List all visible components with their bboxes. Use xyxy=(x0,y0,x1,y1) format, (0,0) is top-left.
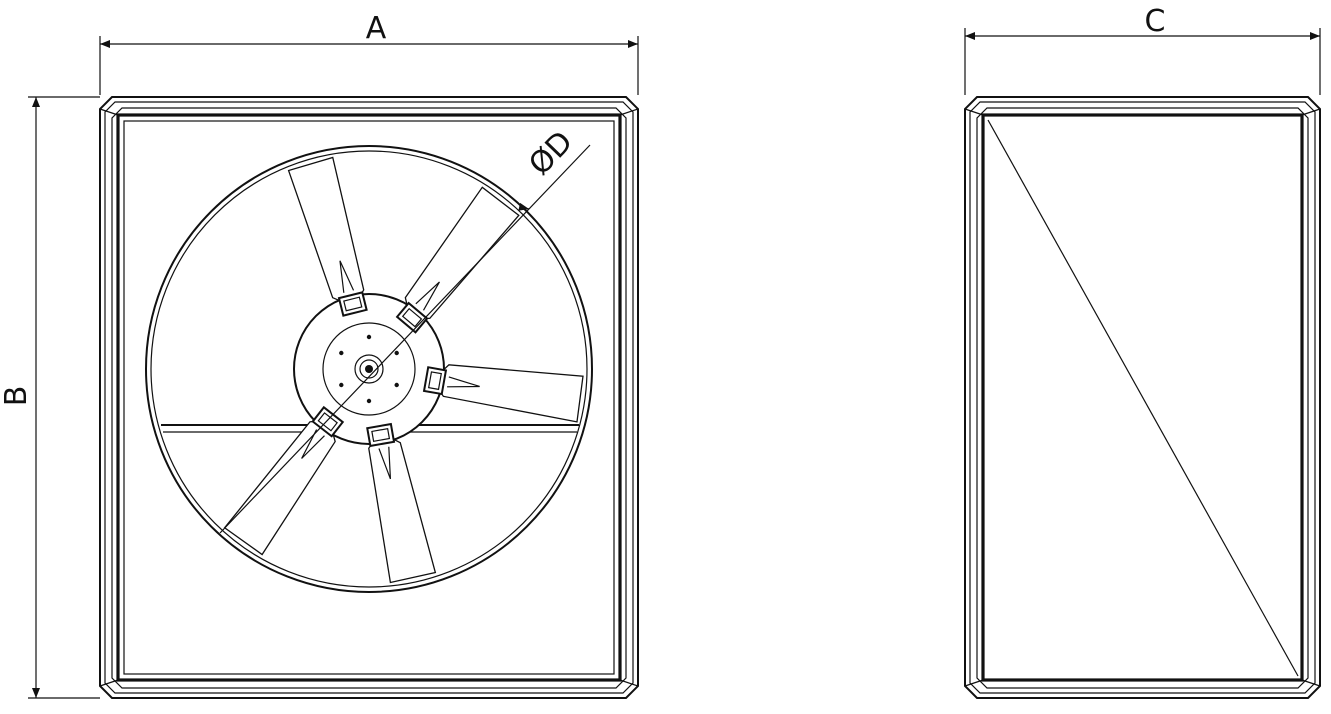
dimension-d-label: ØD xyxy=(522,124,580,182)
dimension-c: C xyxy=(964,4,1321,95)
hub-bolt xyxy=(339,350,344,356)
front-view: A B xyxy=(0,11,639,699)
blade-clamp xyxy=(422,366,448,396)
dimension-b-label: B xyxy=(0,386,34,407)
dimension-b: B xyxy=(0,96,100,699)
blade-clamp xyxy=(337,291,368,317)
dimension-c-label: C xyxy=(1145,4,1166,39)
fan-blade xyxy=(404,186,520,320)
fan-blade xyxy=(368,437,437,584)
side-view: C xyxy=(964,4,1321,699)
hub-bolt xyxy=(394,382,399,388)
front-housing-frame xyxy=(99,96,639,699)
hub-bolt xyxy=(366,334,372,340)
fan-blade xyxy=(223,420,336,556)
blade-clamp xyxy=(366,422,396,448)
dimension-a: A xyxy=(99,11,639,95)
fan-hub xyxy=(293,291,448,448)
hub-bolt xyxy=(366,398,372,404)
side-housing-frame xyxy=(964,96,1321,699)
fan-blade xyxy=(287,156,365,303)
fan-blade xyxy=(437,364,584,423)
side-panel-diagonal xyxy=(987,119,1299,677)
hub-bolt xyxy=(394,350,399,356)
fan-blades xyxy=(223,156,584,584)
fan-ring xyxy=(145,145,593,593)
blade-clamp xyxy=(395,301,429,334)
hub-bolt xyxy=(339,382,344,388)
dimension-a-label: A xyxy=(366,11,387,46)
